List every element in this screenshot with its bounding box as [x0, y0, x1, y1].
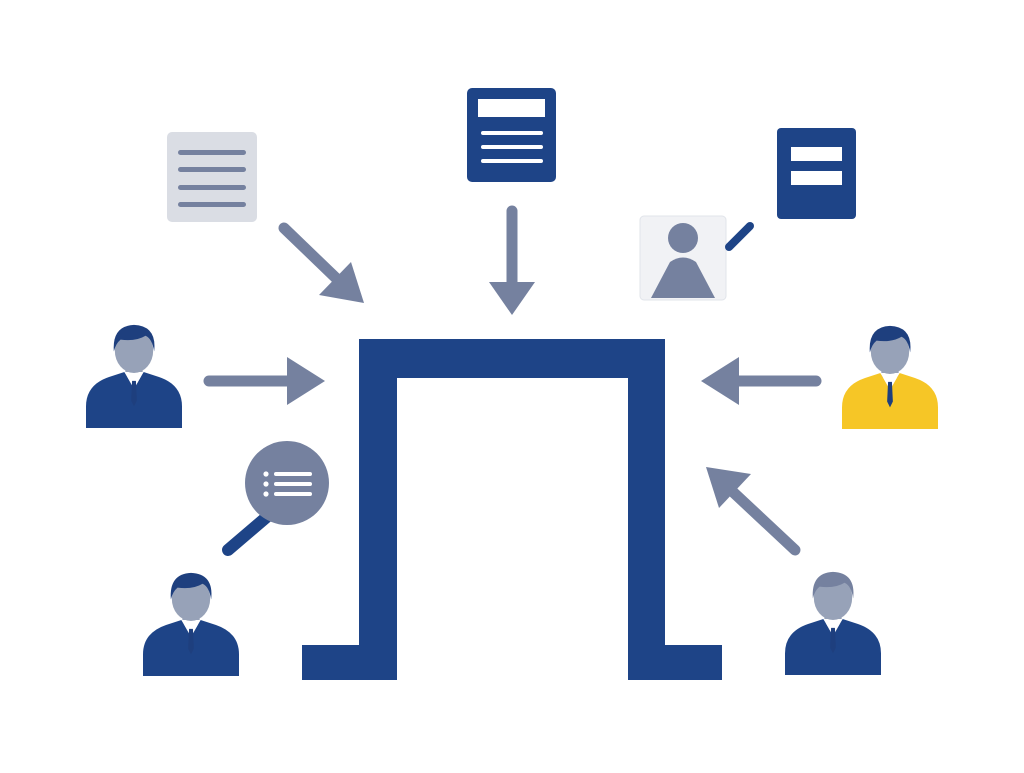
list-bullet [263, 491, 269, 497]
profile-head [668, 223, 698, 253]
magnifier [222, 441, 329, 556]
arrow-icon [727, 486, 801, 556]
arrows [203, 205, 822, 556]
magnifier-handle [222, 509, 275, 556]
document-line [178, 185, 246, 190]
arrow-icon [278, 222, 344, 286]
profile-card [639, 215, 727, 301]
person-right-bottom [785, 571, 881, 675]
person-icon [842, 325, 938, 429]
document-top-left [167, 132, 257, 222]
arrow-top-right [725, 222, 754, 251]
list-line [274, 482, 312, 486]
arrow-icon [725, 222, 754, 251]
document-header-bar [478, 99, 545, 117]
list-line [274, 472, 312, 476]
arrow-top-left [278, 222, 364, 303]
arrow-head [489, 282, 535, 315]
arrow-head [701, 357, 739, 405]
arrow-head [319, 262, 364, 303]
document-line [481, 159, 543, 163]
person-icon [785, 571, 881, 675]
person-left-bottom [143, 572, 239, 676]
document-line [178, 167, 246, 172]
gateway-icon [302, 339, 722, 680]
document-header-bar [791, 147, 842, 161]
document-header-bar [791, 171, 842, 185]
arrow-top-center [489, 205, 535, 315]
person-right-top [842, 325, 938, 429]
document-top-right [777, 128, 856, 219]
document-line [481, 145, 543, 149]
person-icon [86, 324, 182, 428]
list-line [274, 492, 312, 496]
document-line [481, 131, 543, 135]
list-bullet [263, 471, 269, 477]
arrow-head [706, 467, 751, 508]
profile-body [651, 257, 715, 298]
list-bullet [263, 481, 269, 487]
arrow-bottom-right [706, 467, 801, 556]
arrow-head [287, 357, 325, 405]
person-icon [143, 572, 239, 676]
document-top-center [467, 88, 556, 182]
document-line [178, 202, 246, 207]
document-line [178, 150, 246, 155]
document-icon [167, 132, 257, 222]
arrow-left [203, 357, 325, 405]
person-left-top [86, 324, 182, 428]
arrow-right [701, 357, 822, 405]
